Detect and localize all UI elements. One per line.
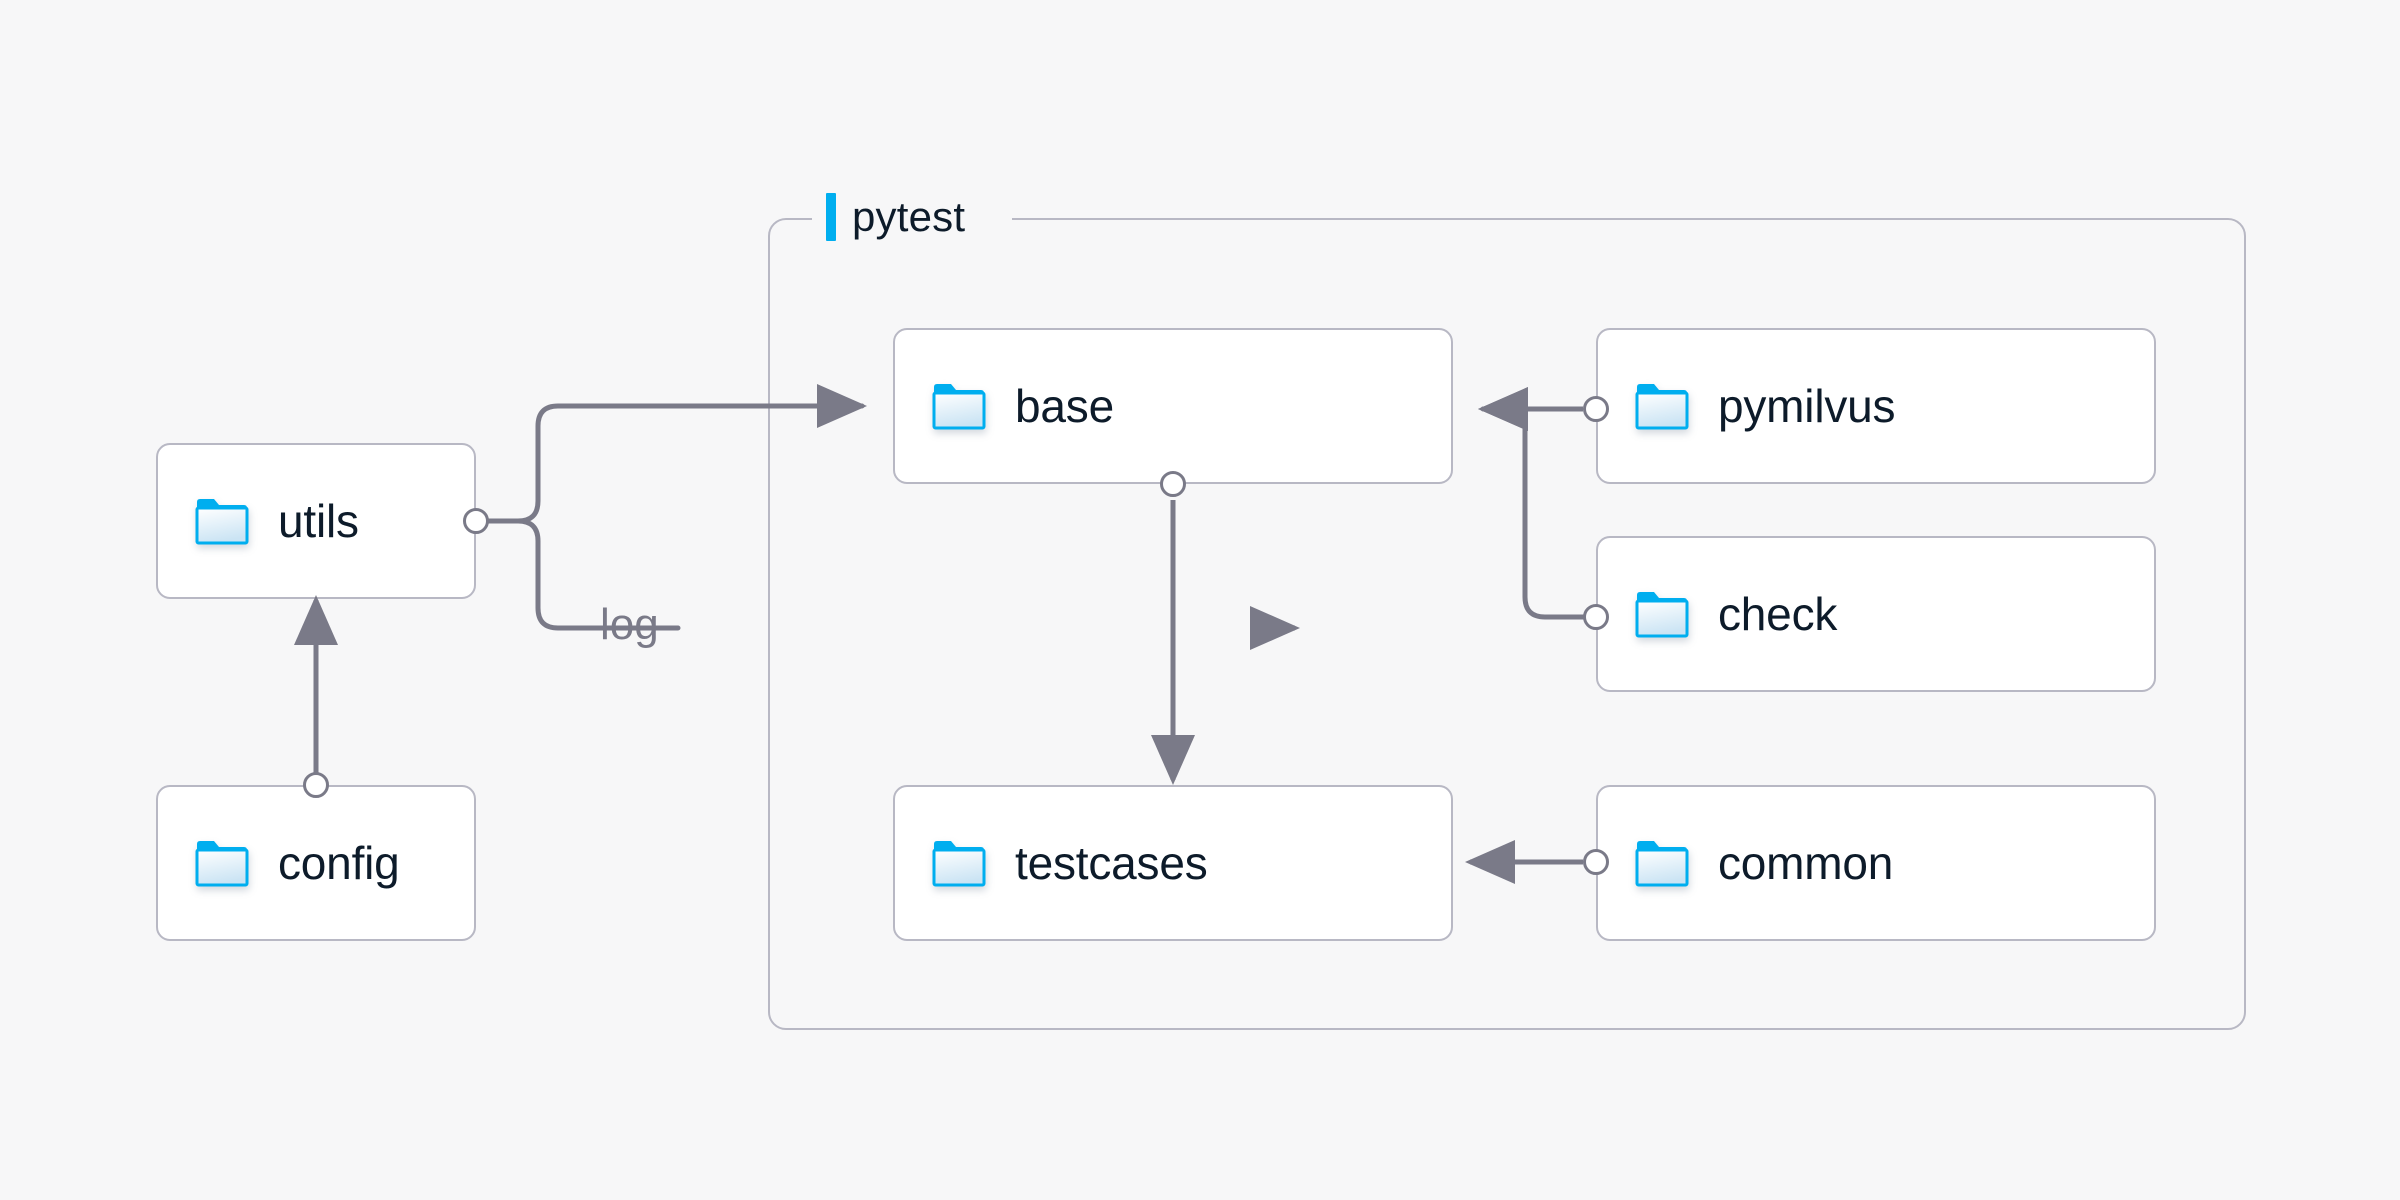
folder-icon [194, 496, 250, 546]
node-label: testcases [1015, 837, 1208, 889]
node-label: common [1718, 837, 1894, 889]
node-label: pymilvus [1718, 380, 1896, 432]
accent-bar-icon [826, 193, 836, 241]
node-check[interactable]: check [1596, 536, 2156, 692]
group-title-label: pytest [852, 193, 966, 240]
node-common[interactable]: common [1596, 785, 2156, 941]
node-label: config [278, 837, 400, 889]
port-utils-right[interactable] [463, 508, 489, 534]
port-check-left[interactable] [1583, 604, 1609, 630]
node-pymilvus[interactable]: pymilvus [1596, 328, 2156, 484]
node-label: base [1015, 380, 1114, 432]
node-label: utils [278, 495, 359, 547]
folder-icon [1634, 589, 1690, 639]
group-container-pytest[interactable] [768, 218, 2246, 1030]
edge-label-log: log [600, 600, 659, 649]
folder-icon [931, 381, 987, 431]
port-base-bottom[interactable] [1160, 471, 1186, 497]
port-pymilvus-left[interactable] [1583, 396, 1609, 422]
node-label: check [1718, 588, 1838, 640]
folder-icon [1634, 381, 1690, 431]
group-title-pytest[interactable]: pytest [826, 186, 965, 248]
folder-icon [1634, 838, 1690, 888]
port-common-left[interactable] [1583, 849, 1609, 875]
node-base[interactable]: base [893, 328, 1453, 484]
port-config-top[interactable] [303, 772, 329, 798]
folder-icon [931, 838, 987, 888]
node-config[interactable]: config [156, 785, 476, 941]
group-title-mask [812, 198, 1012, 240]
node-utils[interactable]: utils [156, 443, 476, 599]
folder-icon [194, 838, 250, 888]
node-testcases[interactable]: testcases [893, 785, 1453, 941]
